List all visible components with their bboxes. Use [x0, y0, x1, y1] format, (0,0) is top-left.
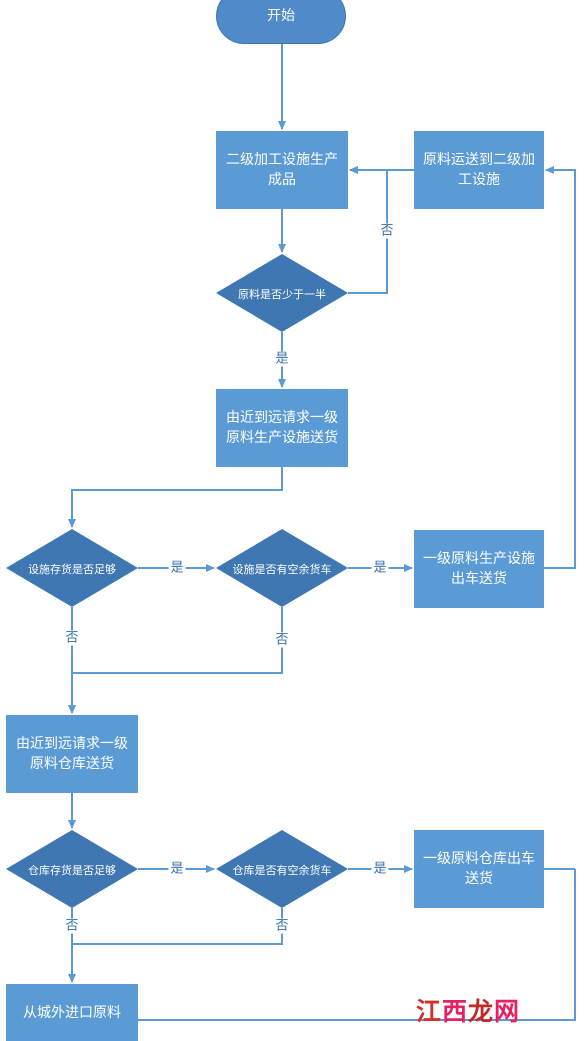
warehouse-stock-check-label: 仓库存货是否足够	[28, 864, 116, 877]
edge-label-yes-facility-truck: 是	[371, 560, 389, 576]
raw-to-secondary-line1: 原料运送到二级加	[423, 152, 535, 168]
watermark-char-2: 西	[442, 997, 469, 1026]
edge-label-yes-facility-stock: 是	[168, 560, 186, 576]
secondary-production-line1: 二级加工设施生产	[226, 152, 338, 168]
request-facility-line2: 原料生产设施送货	[226, 430, 338, 446]
raw-to-secondary-node: 原料运送到二级加 工设施	[414, 131, 544, 209]
raw-to-secondary-line2: 工设施	[458, 172, 500, 188]
edge-request-facility-stock	[68, 467, 283, 528]
request-warehouse-node: 由近到远请求一级 原料仓库送货	[6, 715, 138, 793]
request-facility-line1: 由近到远请求一级	[226, 410, 338, 426]
facility-deliver-line2: 出车送货	[451, 571, 507, 587]
edge-label-no-warehouse-stock: 否	[63, 918, 81, 934]
import-label: 从城外进口原料	[23, 1004, 121, 1021]
facility-stock-check-label: 设施存货是否足够	[28, 563, 116, 576]
start-label: 开始	[267, 8, 295, 24]
diamond-check-half	[216, 254, 348, 332]
watermark-char-1: 江	[416, 997, 443, 1026]
import-node: 从城外进口原料	[6, 984, 138, 1041]
warehouse-truck-check-label: 仓库是否有空余货车	[232, 864, 332, 877]
edge-label-no-facility-stock: 否	[63, 630, 81, 646]
edge-import-loop	[138, 869, 576, 1021]
diamond-facility-truck	[216, 529, 348, 607]
edge-facility-truck-no	[72, 607, 283, 674]
edge-label-no-warehouse-truck: 否	[273, 918, 291, 934]
request-warehouse-line2: 原料仓库送货	[30, 756, 114, 772]
diamond-facility-stock	[6, 529, 138, 607]
start-node: 开始	[216, 0, 346, 44]
edge-label-no-half: 否	[378, 223, 396, 239]
edge-label-no-facility-truck: 否	[273, 632, 291, 648]
edge-warehouse-truck-no	[72, 908, 283, 945]
check-half-label: 原料是否少于一半	[238, 288, 326, 301]
diamond-warehouse-truck	[216, 830, 348, 908]
edge-facility-deliver-loop	[544, 166, 576, 569]
warehouse-deliver-line2: 送货	[465, 871, 493, 887]
edge-label-yes-warehouse-stock: 是	[168, 861, 186, 877]
request-facility-node: 由近到远请求一级 原料生产设施送货	[216, 389, 348, 467]
facility-deliver-node: 一级原料生产设施 出车送货	[414, 530, 544, 608]
edge-label-yes-half: 是	[273, 351, 291, 367]
watermark-char-4: 网	[494, 997, 521, 1026]
watermark-char-3: 龙	[468, 997, 495, 1026]
secondary-production-line2: 成品	[268, 172, 296, 188]
facility-deliver-line1: 一级原料生产设施	[423, 551, 535, 567]
secondary-production-node: 二级加工设施生产 成品	[216, 131, 348, 209]
watermark-logo: 江西龙网	[416, 992, 584, 1038]
edge-label-yes-warehouse-truck: 是	[371, 861, 389, 877]
request-warehouse-line1: 由近到远请求一级	[16, 736, 128, 752]
warehouse-deliver-node: 一级原料仓库出车 送货	[414, 830, 544, 908]
facility-truck-check-label: 设施是否有空余货车	[232, 563, 332, 576]
warehouse-deliver-line1: 一级原料仓库出车	[423, 851, 535, 867]
diamond-warehouse-stock	[6, 830, 138, 908]
